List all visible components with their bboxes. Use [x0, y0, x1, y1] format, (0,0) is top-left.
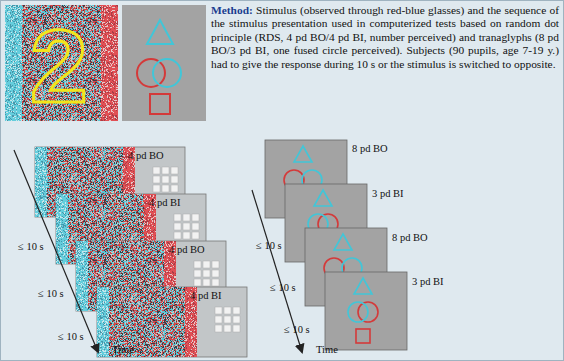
method-heading: Method: [211, 4, 253, 16]
rds-sequence [35, 147, 247, 357]
stimulus-digit: 2 [30, 14, 88, 118]
time-arrow [14, 150, 98, 352]
prism-label: 4 pd BO [169, 244, 205, 256]
prism-label: 4 pd BO [128, 150, 164, 162]
method-body: Stimulus (observed through red-blue glas… [211, 4, 559, 70]
axis-label: Time [316, 344, 338, 356]
time-limit: ≤ 10 s [38, 288, 64, 300]
prism-label: 8 pd BO [392, 232, 428, 244]
prism-label: 3 pd BI [372, 188, 404, 200]
tranaglyph-slide [325, 272, 407, 350]
axis-label: Time [112, 344, 134, 356]
prism-label: 8 pd BO [352, 143, 388, 155]
rds-stimulus [5, 5, 118, 121]
time-limit: ≤ 10 s [58, 331, 84, 343]
time-limit: ≤ 10 s [284, 324, 310, 336]
time-limit: ≤ 10 s [256, 240, 282, 252]
time-limit: ≤ 10 s [270, 282, 296, 294]
prism-label: 4 pd BI [190, 290, 222, 302]
prism-label: 4 pd BI [149, 197, 181, 209]
method-text: Method: Stimulus (observed through red-b… [211, 4, 559, 71]
tranaglyph-stimulus [122, 5, 206, 121]
time-limit: ≤ 10 s [18, 241, 44, 253]
tranaglyph-sequence [265, 140, 407, 350]
prism-label: 3 pd BI [412, 276, 444, 288]
rds-slide [97, 287, 247, 357]
